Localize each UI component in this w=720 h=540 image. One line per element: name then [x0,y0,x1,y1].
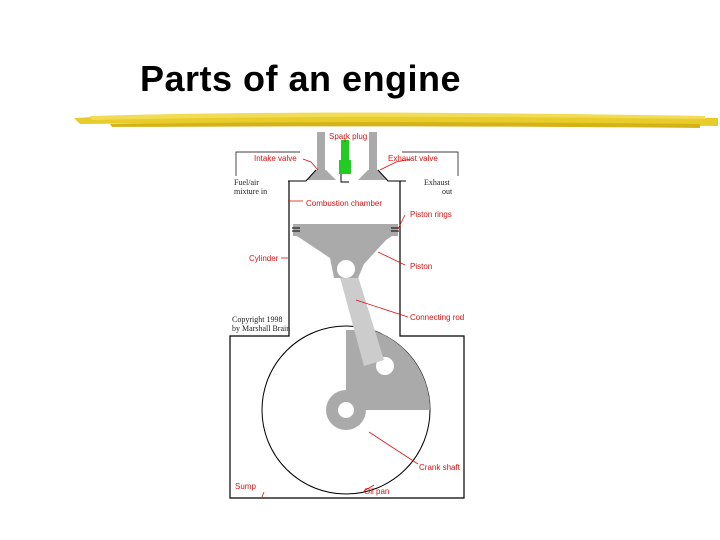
brush-stroke-shadow [110,122,700,128]
leader-lines [261,138,419,498]
label-crank-shaft: Crank shaft [419,463,461,472]
label-exhaust-valve: Exhaust valve [388,154,438,163]
counterweight-hole [376,357,394,375]
label-spark-plug: Spark plug [329,132,367,141]
label-connecting-rod: Connecting rod [410,313,464,322]
label-copyright-2: by Marshall Brain [232,324,290,333]
slide-title: Parts of an engine [140,58,462,99]
fuel-air-bracket [235,151,300,176]
label-piston-rings: Piston rings [410,210,452,219]
label-copyright-1: Copyright 1998 [232,315,282,324]
brush-stroke-highlight [90,112,705,120]
label-oil-pan: Oil pan [364,487,389,496]
label-intake-valve: Intake valve [254,154,297,163]
label-piston: Piston [410,262,432,271]
label-cylinder: Cylinder [249,254,279,263]
piston [293,224,398,278]
crankshaft-hole [338,402,354,418]
intake-port [288,169,317,182]
label-sump: Sump [235,482,256,491]
label-fuel-air-1: Fuel/air [234,178,259,187]
label-combustion-chamber: Combustion chamber [306,199,382,208]
cylinder-wall [229,181,465,499]
label-exhaust-out-1: Exhaust [424,178,451,187]
connecting-rod [338,270,384,366]
exhaust-out-bracket [402,151,459,176]
label-exhaust-out-2: out [442,187,453,196]
spark-plug [339,140,351,183]
label-fuel-air-2: mixture in [234,187,267,196]
